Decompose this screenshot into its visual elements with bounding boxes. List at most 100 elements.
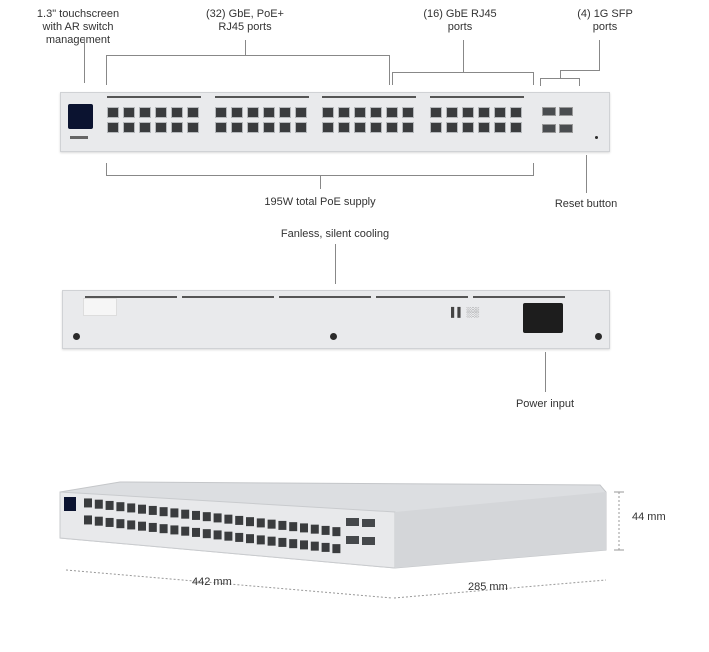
- rj45-port[interactable]: [445, 122, 458, 133]
- iso-port: [321, 525, 330, 535]
- sfp-port[interactable]: [559, 107, 573, 116]
- rj45-port[interactable]: [322, 107, 334, 118]
- iso-port: [235, 532, 244, 542]
- iso-port: [159, 507, 168, 517]
- bracket-pointer: [320, 175, 321, 189]
- rj45-port[interactable]: [509, 107, 522, 118]
- rj45-port[interactable]: [445, 107, 458, 118]
- rj45-port[interactable]: [230, 122, 243, 133]
- rj45-port[interactable]: [278, 122, 291, 133]
- screw: [595, 333, 602, 340]
- rj45-port[interactable]: [338, 107, 350, 118]
- iso-port: [148, 505, 157, 515]
- rj45-port[interactable]: [354, 122, 366, 133]
- sfp-port[interactable]: [542, 124, 556, 133]
- rj45-port[interactable]: [123, 107, 135, 118]
- iso-port: [170, 525, 179, 535]
- gbe-ports-label: (16) GbE RJ45 ports: [423, 8, 497, 33]
- power-socket[interactable]: [523, 303, 563, 333]
- rj45-port[interactable]: [214, 107, 227, 118]
- sfp-port[interactable]: [559, 124, 573, 133]
- bracket-tick: [389, 55, 390, 85]
- iso-port: [170, 508, 179, 518]
- rj45-port[interactable]: [262, 122, 275, 133]
- iso-port: [278, 520, 287, 530]
- rj45-port[interactable]: [493, 122, 506, 133]
- iso-port: [138, 504, 146, 514]
- rj45-port[interactable]: [402, 107, 414, 118]
- iso-port: [256, 518, 265, 528]
- iso-port: [246, 517, 254, 527]
- bracket-tick: [533, 72, 534, 85]
- rj45-port[interactable]: [107, 107, 119, 118]
- rj45-port[interactable]: [477, 122, 490, 133]
- iso-sfp: [346, 536, 359, 544]
- iso-port: [224, 514, 233, 524]
- rj45-port[interactable]: [171, 107, 183, 118]
- rj45-port[interactable]: [402, 122, 414, 133]
- port-group-bar: [107, 96, 201, 98]
- rj45-port[interactable]: [171, 122, 183, 133]
- iso-port: [105, 517, 114, 527]
- iso-port: [94, 516, 103, 526]
- rj45-port[interactable]: [322, 122, 334, 133]
- bracket-pointer: [463, 40, 464, 72]
- cooling-pointer: [335, 244, 336, 284]
- iso-sfp: [362, 537, 375, 545]
- port-group-bar: [214, 96, 309, 98]
- bracket-tick: [540, 78, 541, 86]
- certification-marks: ▌▌ ░░: [451, 307, 480, 317]
- iso-port: [192, 527, 200, 537]
- rj45-port[interactable]: [187, 122, 199, 133]
- iso-port: [213, 513, 222, 523]
- iso-port: [84, 515, 92, 525]
- rj45-port[interactable]: [294, 107, 307, 118]
- iso-port: [289, 539, 298, 549]
- rj45-port[interactable]: [155, 122, 167, 133]
- poe-ports-label: (32) GbE, PoE+ RJ45 ports: [206, 8, 284, 33]
- bracket-tick: [579, 78, 580, 86]
- rj45-port[interactable]: [386, 122, 398, 133]
- rj45-port[interactable]: [370, 107, 382, 118]
- screw: [330, 333, 337, 340]
- rj45-port[interactable]: [477, 107, 490, 118]
- iso-port: [267, 536, 276, 546]
- touchscreen[interactable]: [68, 104, 93, 129]
- usb-logo: [70, 136, 88, 139]
- rj45-port[interactable]: [461, 122, 474, 133]
- rj45-port[interactable]: [230, 107, 243, 118]
- power-label: Power input: [515, 398, 575, 410]
- bracket-pointer: [599, 40, 600, 70]
- bracket-tick: [392, 72, 393, 85]
- rj45-port[interactable]: [429, 107, 442, 118]
- rj45-port[interactable]: [139, 107, 151, 118]
- iso-port: [202, 529, 211, 539]
- port-group-bar: [322, 96, 416, 98]
- sfp-port[interactable]: [542, 107, 556, 116]
- rj45-port[interactable]: [155, 107, 167, 118]
- iso-port: [127, 503, 136, 513]
- rj45-port[interactable]: [107, 122, 119, 133]
- rj45-port[interactable]: [429, 122, 442, 133]
- rj45-port[interactable]: [278, 107, 291, 118]
- rj45-port[interactable]: [509, 122, 522, 133]
- rj45-port[interactable]: [123, 122, 135, 133]
- iso-port: [332, 527, 341, 537]
- rj45-port[interactable]: [493, 107, 506, 118]
- rj45-port[interactable]: [246, 122, 259, 133]
- rj45-port[interactable]: [214, 122, 227, 133]
- cooling-label: Fanless, silent cooling: [280, 228, 390, 240]
- rj45-port[interactable]: [246, 107, 259, 118]
- rj45-port[interactable]: [461, 107, 474, 118]
- reset-label: Reset button: [554, 198, 618, 210]
- iso-port: [246, 534, 254, 544]
- reset-button[interactable]: [595, 136, 598, 139]
- rj45-port[interactable]: [262, 107, 275, 118]
- rj45-port[interactable]: [139, 122, 151, 133]
- rj45-port[interactable]: [370, 122, 382, 133]
- rj45-port[interactable]: [386, 107, 398, 118]
- rj45-port[interactable]: [294, 122, 307, 133]
- rj45-port[interactable]: [354, 107, 366, 118]
- rj45-port[interactable]: [338, 122, 350, 133]
- rj45-port[interactable]: [187, 107, 199, 118]
